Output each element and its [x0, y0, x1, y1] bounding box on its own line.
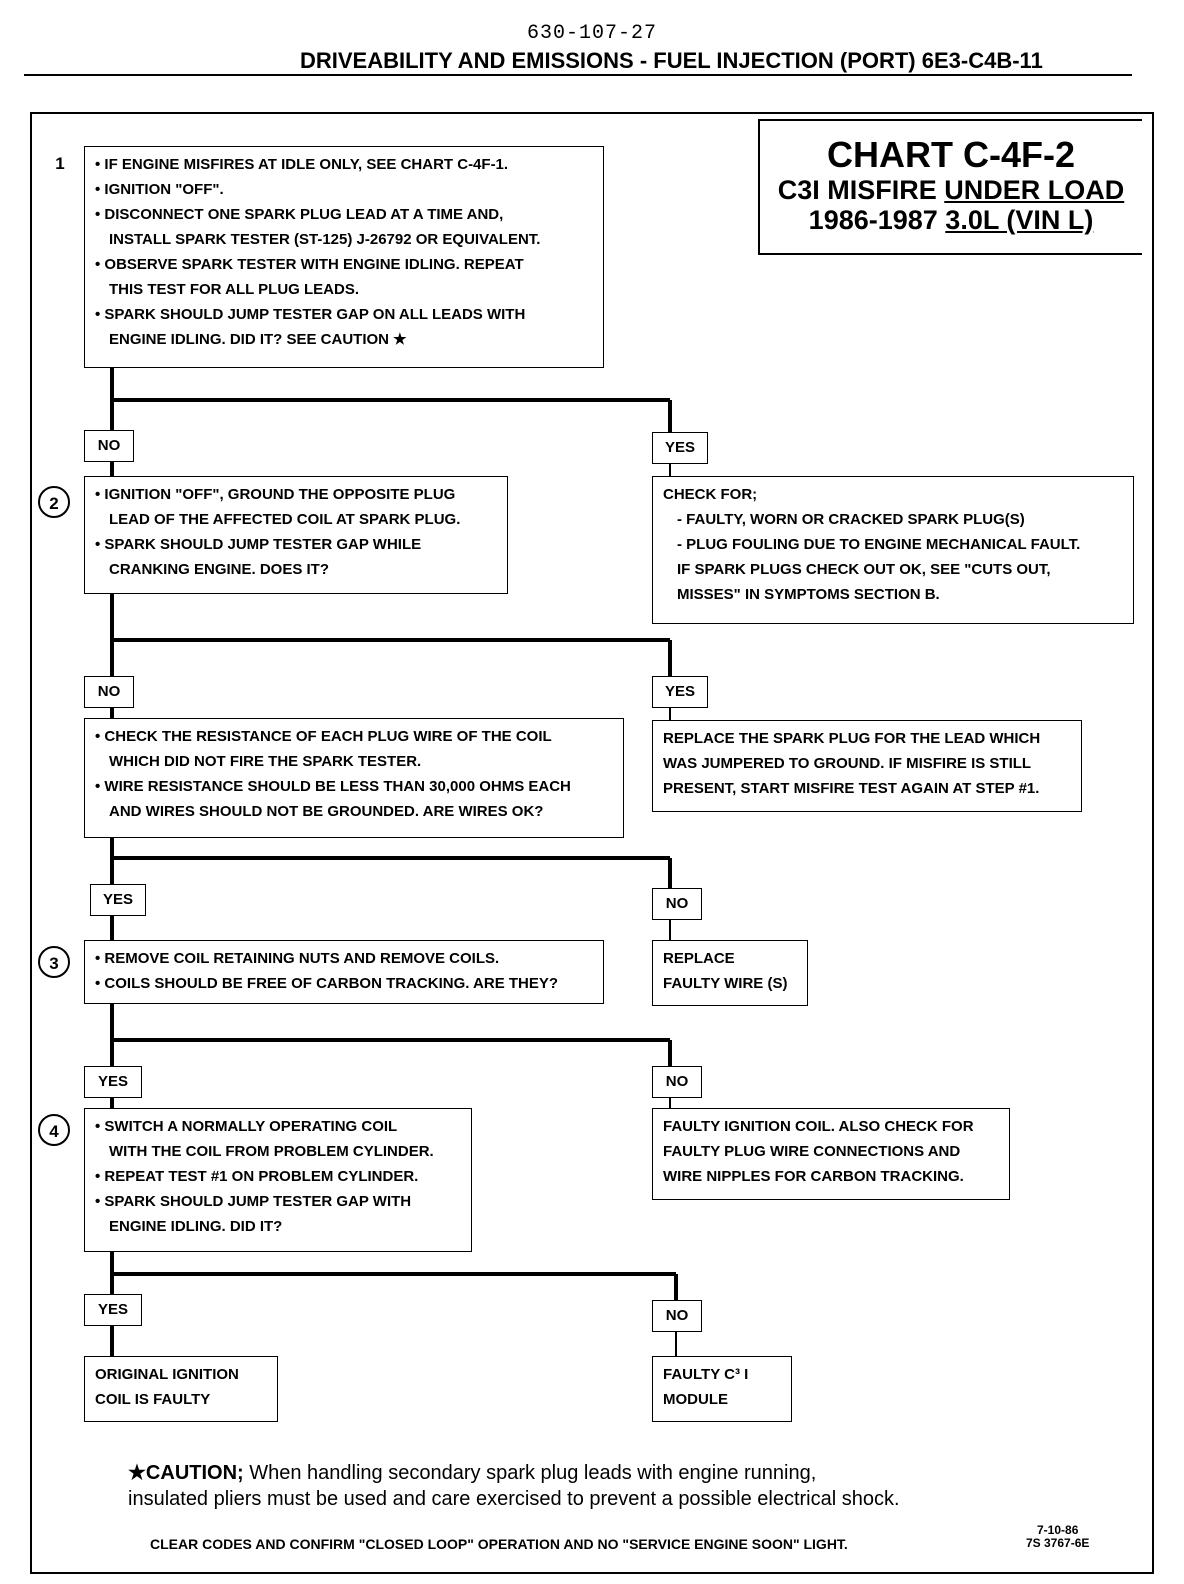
code-date: 7-10-86: [1037, 1523, 1079, 1537]
caution-note: ★CAUTION; When handling secondary spark …: [128, 1460, 1028, 1512]
step-4-box: • SWITCH A NORMALLY OPERATING COIL WITH …: [84, 1108, 472, 1252]
step-text: • DISCONNECT ONE SPARK PLUG LEAD AT A TI…: [95, 206, 504, 223]
result-replace-faulty-wire: REPLACE FAULTY WIRE (S): [652, 940, 808, 1006]
label-yes: YES: [652, 676, 708, 708]
label-yes: YES: [84, 1066, 142, 1098]
result-text: REPLACE THE SPARK PLUG FOR THE LEAD WHIC…: [663, 730, 1041, 747]
code-ref: 7S 3767-6E: [1026, 1536, 1090, 1550]
result-text: ORIGINAL IGNITION: [95, 1366, 239, 1383]
result-check-for: CHECK FOR; - FAULTY, WORN OR CRACKED SPA…: [652, 476, 1134, 624]
step-text: • IF ENGINE MISFIRES AT IDLE ONLY, SEE C…: [95, 156, 509, 173]
step-text: • IGNITION "OFF", GROUND THE OPPOSITE PL…: [95, 486, 456, 503]
step-text: ENGINE IDLING. DID IT? SEE CAUTION ★: [109, 331, 407, 348]
step-text: WHICH DID NOT FIRE THE SPARK TESTER.: [109, 753, 422, 770]
step-number-2: 2: [38, 486, 70, 518]
step-text: AND WIRES SHOULD NOT BE GROUNDED. ARE WI…: [109, 803, 544, 820]
years: 1986-1987: [808, 205, 946, 235]
step-text: • CHECK THE RESISTANCE OF EACH PLUG WIRE…: [95, 728, 552, 745]
result-text: FAULTY PLUG WIRE CONNECTIONS AND: [663, 1143, 961, 1160]
result-text: - FAULTY, WORN OR CRACKED SPARK PLUG(S): [677, 511, 1025, 528]
chart-title-block: CHART C-4F-2 C3I MISFIRE UNDER LOAD 1986…: [758, 119, 1142, 255]
step-text: • WIRE RESISTANCE SHOULD BE LESS THAN 30…: [95, 778, 571, 795]
step-text: • IGNITION "OFF".: [95, 181, 224, 198]
label-yes: YES: [652, 432, 708, 464]
result-replace-spark-plug: REPLACE THE SPARK PLUG FOR THE LEAD WHIC…: [652, 720, 1082, 812]
result-original-coil-faulty: ORIGINAL IGNITION COIL IS FAULTY: [84, 1356, 278, 1422]
chart-subtitle: C3I MISFIRE UNDER LOAD: [760, 175, 1142, 205]
label-yes: YES: [90, 884, 146, 916]
header-rule: [24, 74, 1132, 76]
label-no: NO: [84, 676, 134, 708]
result-text: COIL IS FAULTY: [95, 1391, 211, 1408]
label-no: NO: [84, 430, 134, 462]
result-text: FAULTY C³ I: [663, 1366, 749, 1383]
label-no: NO: [652, 888, 702, 920]
result-text: FAULTY WIRE (S): [663, 975, 788, 992]
label-no: NO: [652, 1300, 702, 1332]
step-number-1: 1: [55, 154, 65, 173]
step-text: • OBSERVE SPARK TESTER WITH ENGINE IDLIN…: [95, 256, 524, 273]
step-text: INSTALL SPARK TESTER (ST-125) J-26792 OR…: [109, 231, 541, 248]
result-text: FAULTY IGNITION COIL. ALSO CHECK FOR: [663, 1118, 974, 1135]
step-text: LEAD OF THE AFFECTED COIL AT SPARK PLUG.: [109, 511, 461, 528]
step-text: THIS TEST FOR ALL PLUG LEADS.: [109, 281, 360, 298]
step-text: • SPARK SHOULD JUMP TESTER GAP WHILE: [95, 536, 422, 553]
result-text: MODULE: [663, 1391, 728, 1408]
step-2-box: • IGNITION "OFF", GROUND THE OPPOSITE PL…: [84, 476, 508, 594]
step-text: CRANKING ENGINE. DOES IT?: [109, 561, 330, 578]
result-text: PRESENT, START MISFIRE TEST AGAIN AT STE…: [663, 780, 1040, 797]
footer-note: CLEAR CODES AND CONFIRM "CLOSED LOOP" OP…: [150, 1536, 848, 1552]
result-text: CHECK FOR;: [663, 486, 758, 503]
caution-text: insulated pliers must be used and care e…: [128, 1488, 900, 1510]
chart-title: CHART C-4F-2: [827, 134, 1075, 175]
result-text: IF SPARK PLUGS CHECK OUT OK, SEE "CUTS O…: [677, 561, 1051, 578]
subtitle-underlined: UNDER LOAD: [944, 175, 1125, 205]
step-3-box: • REMOVE COIL RETAINING NUTS AND REMOVE …: [84, 940, 604, 1004]
caution-text: When handling secondary spark plug leads…: [249, 1462, 817, 1484]
result-faulty-module: FAULTY C³ I MODULE: [652, 1356, 792, 1422]
step-text: • REPEAT TEST #1 ON PROBLEM CYLINDER.: [95, 1168, 419, 1185]
step-text: • SPARK SHOULD JUMP TESTER GAP WITH: [95, 1193, 412, 1210]
document-number: 630-107-27: [526, 22, 658, 45]
step-text: WITH THE COIL FROM PROBLEM CYLINDER.: [109, 1143, 434, 1160]
document-code: 7-10-86 7S 3767-6E: [1026, 1524, 1089, 1550]
chart-frame: [30, 112, 1154, 1574]
subtitle-part: C3I MISFIRE: [777, 175, 945, 205]
chart-years: 1986-1987 3.0L (VIN L): [760, 205, 1142, 235]
result-text: REPLACE: [663, 950, 735, 967]
step-text: • SPARK SHOULD JUMP TESTER GAP ON ALL LE…: [95, 306, 526, 323]
result-text: MISSES" IN SYMPTOMS SECTION B.: [677, 586, 940, 603]
step-text: • COILS SHOULD BE FREE OF CARBON TRACKIN…: [95, 975, 559, 992]
label-no: NO: [652, 1066, 702, 1098]
step-number-3: 3: [38, 946, 70, 978]
result-text: WIRE NIPPLES FOR CARBON TRACKING.: [663, 1168, 964, 1185]
caution-heading: ★CAUTION;: [128, 1462, 250, 1484]
step-1-box: • IF ENGINE MISFIRES AT IDLE ONLY, SEE C…: [84, 146, 604, 368]
engine: 3.0L (VIN L): [945, 205, 1094, 235]
step-text: • REMOVE COIL RETAINING NUTS AND REMOVE …: [95, 950, 500, 967]
step-text: ENGINE IDLING. DID IT?: [109, 1218, 283, 1235]
step-wire-check-box: • CHECK THE RESISTANCE OF EACH PLUG WIRE…: [84, 718, 624, 838]
label-yes: YES: [84, 1294, 142, 1326]
page-header: DRIVEABILITY AND EMISSIONS - FUEL INJECT…: [300, 48, 1043, 73]
result-text: - PLUG FOULING DUE TO ENGINE MECHANICAL …: [677, 536, 1081, 553]
step-text: • SWITCH A NORMALLY OPERATING COIL: [95, 1118, 398, 1135]
result-text: WAS JUMPERED TO GROUND. IF MISFIRE IS ST…: [663, 755, 1032, 772]
step-number-4: 4: [38, 1114, 70, 1146]
result-faulty-ignition-coil: FAULTY IGNITION COIL. ALSO CHECK FOR FAU…: [652, 1108, 1010, 1200]
